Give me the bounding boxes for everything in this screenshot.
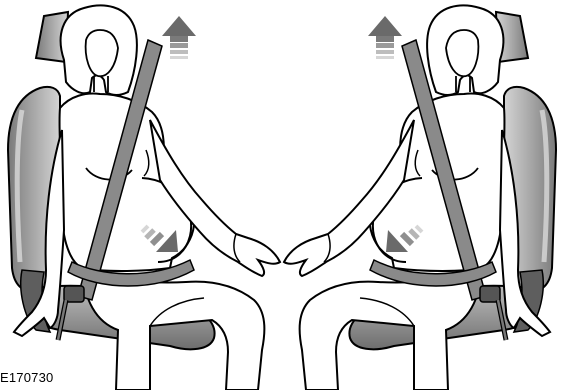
occupant-left: [8, 5, 280, 390]
occupant-right: [284, 5, 556, 390]
figure-reference-code: E170730: [0, 370, 53, 386]
